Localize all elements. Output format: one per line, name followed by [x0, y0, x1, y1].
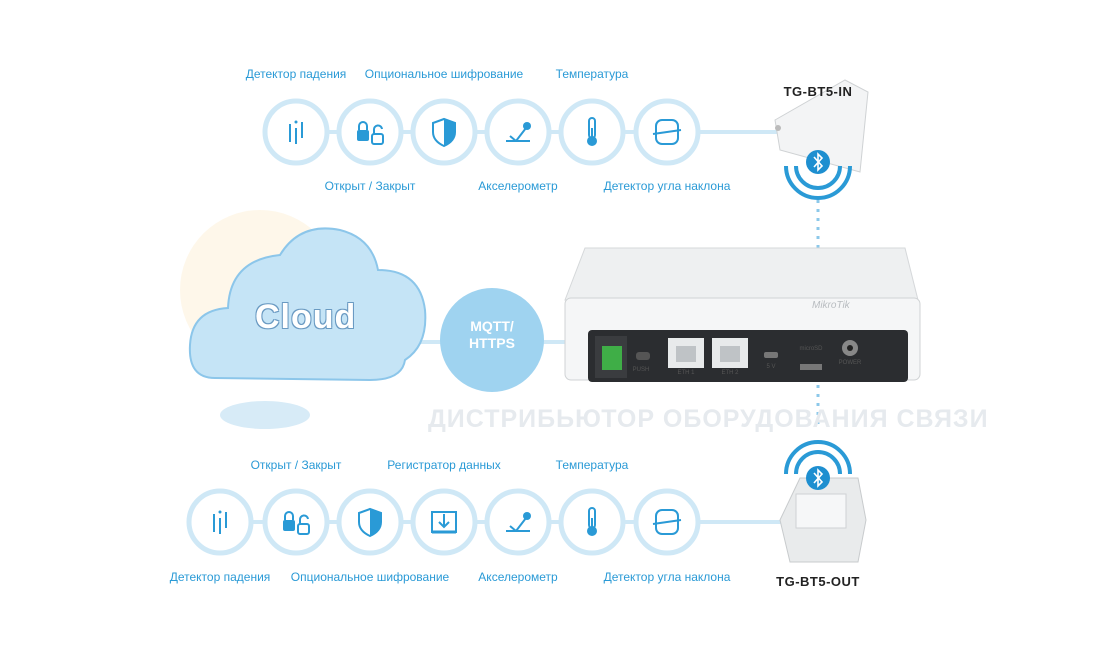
shield-icon	[358, 507, 382, 538]
bottom-sensor-node	[262, 488, 330, 556]
fall-detector-icon	[289, 120, 303, 144]
bottom-sensor-label: Опциональное шифрование	[290, 570, 450, 584]
top-sensor-label: Акселерометр	[478, 179, 558, 193]
protocol-line-2: HTTPS	[469, 335, 515, 351]
router-brand: MikroTik	[812, 300, 850, 311]
top-sensor-node	[558, 98, 626, 166]
shield-icon	[432, 117, 456, 148]
bottom-sensor-node	[558, 488, 626, 556]
bottom-sensor-label: Регистратор данных	[387, 458, 501, 472]
bottom-sensor-label: Детектор угла наклона	[603, 570, 731, 584]
top-sensor-label: Детектор угла наклона	[603, 179, 731, 193]
top-sensor-label: Температура	[555, 67, 629, 81]
port-label-eth1: ETH 1	[677, 370, 695, 376]
bottom-sensor-node	[633, 488, 701, 556]
bluetooth-icon	[784, 150, 852, 200]
bottom-sensor-label: Детектор падения	[169, 570, 271, 584]
lock-unlock-icon	[283, 511, 310, 535]
lock-unlock-icon	[357, 121, 384, 145]
top-sensor-node	[262, 98, 330, 166]
router-device	[564, 247, 921, 382]
accelerometer-icon	[506, 122, 531, 142]
top-sensor-label: Открыт / Закрыт	[324, 179, 416, 193]
top-sensor-node	[484, 98, 552, 166]
top-sensor-label: Детектор падения	[245, 67, 347, 81]
port-label-power: POWER	[838, 360, 862, 366]
tilt-icon	[652, 119, 682, 145]
cloud-shadow	[220, 401, 310, 429]
cloud-shape	[188, 227, 427, 382]
fall-detector-icon	[213, 510, 227, 534]
port-label-usb: 5 V	[766, 364, 776, 370]
port-label-eth2: ETH 2	[721, 370, 739, 376]
bluetooth-icon	[784, 440, 852, 490]
terminal-block	[602, 346, 622, 370]
bottom-sensor-node	[186, 488, 254, 556]
bottom-sensor-node	[336, 488, 404, 556]
top-sensor-node	[633, 98, 701, 166]
bottom-sensor-label: Температура	[555, 458, 629, 472]
device-name-top: TG-BT5-IN	[783, 84, 853, 99]
tag-in-device	[774, 79, 869, 173]
watermark-text: ДИСТРИБЬЮТОР ОБОРУДОВАНИЯ СВЯЗИ	[428, 405, 989, 433]
tilt-icon	[652, 509, 682, 535]
tag-out-device	[779, 477, 867, 563]
port-label-microsd: microSD	[799, 346, 823, 352]
thermometer-icon	[587, 507, 597, 536]
usb-port	[764, 352, 778, 358]
top-sensor-node	[410, 98, 478, 166]
bottom-sensor-node	[410, 488, 478, 556]
data-logger-icon	[431, 511, 457, 534]
microsd-slot	[800, 364, 822, 370]
device-name-bottom: TG-BT5-OUT	[776, 574, 860, 589]
cloud-label: Cloud	[255, 298, 357, 336]
protocol-bubble	[440, 288, 544, 392]
push-button	[636, 352, 650, 360]
protocol-label: MQTT/ HTTPS	[442, 318, 542, 352]
port-label-push: PUSH	[632, 367, 650, 373]
top-sensor-label: Опциональное шифрование	[364, 67, 524, 81]
bottom-sensor-label: Открыт / Закрыт	[250, 458, 342, 472]
bottom-sensor-node	[484, 488, 552, 556]
bottom-sensor-label: Акселерометр	[478, 570, 558, 584]
thermometer-icon	[587, 117, 597, 146]
protocol-line-1: MQTT/	[470, 318, 514, 334]
accelerometer-icon	[506, 512, 531, 532]
top-sensor-node	[336, 98, 404, 166]
